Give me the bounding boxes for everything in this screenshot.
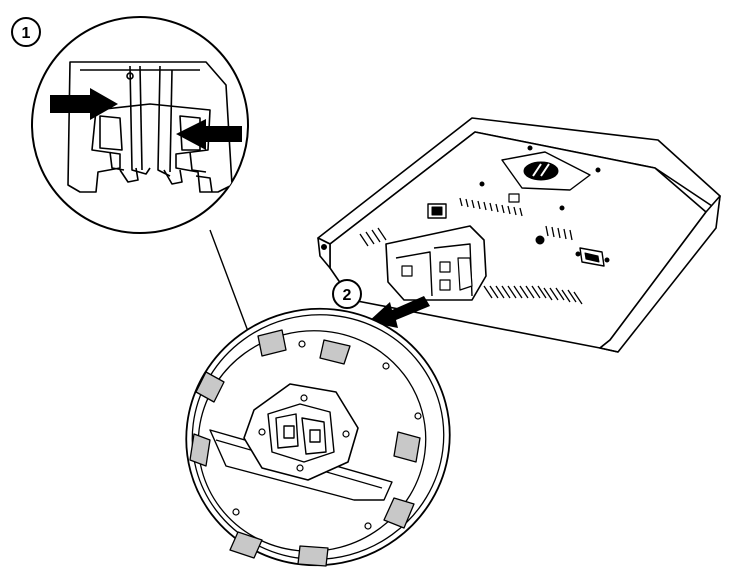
step-1-number: 1	[22, 25, 31, 42]
step-1-badge: 1	[11, 17, 41, 47]
screw-icon	[232, 340, 422, 530]
monitor-rear	[317, 117, 721, 353]
hub-mount	[267, 403, 335, 463]
rubber-pad	[189, 329, 421, 567]
stand-bracket	[385, 225, 487, 301]
screw-icon	[258, 394, 350, 472]
detail-zoom-circle	[31, 16, 249, 234]
step-2-number: 2	[343, 287, 352, 304]
power-connector-icon	[427, 203, 447, 219]
vent-grille	[359, 197, 583, 305]
vga-port-icon	[575, 247, 610, 267]
step-2-badge: 2	[332, 279, 362, 309]
pull-arrow-icon	[368, 296, 430, 328]
hp-logo-icon	[501, 151, 591, 191]
stand-base	[185, 307, 451, 567]
push-arrow-icon	[50, 88, 118, 120]
push-arrow-icon	[176, 119, 242, 150]
